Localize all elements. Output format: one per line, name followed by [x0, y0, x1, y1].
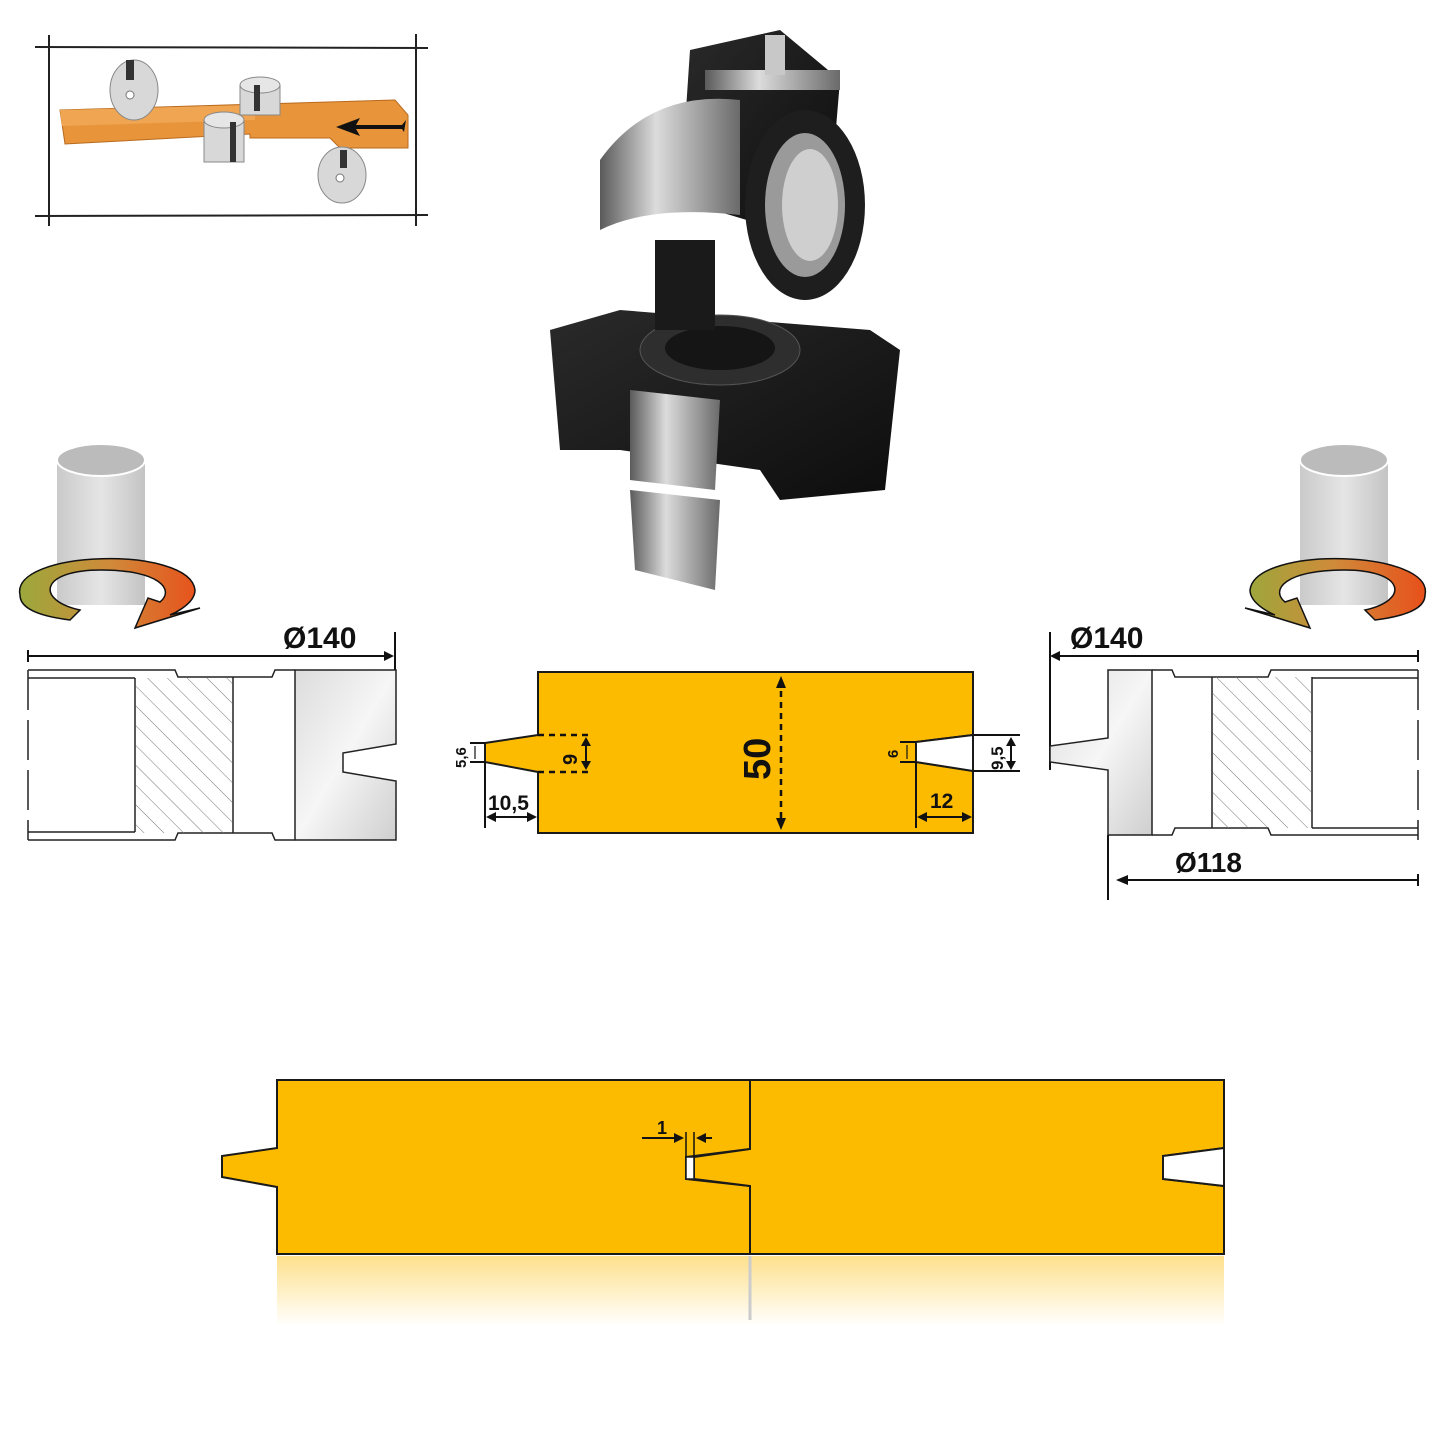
tongue-length-label: 10,5 — [488, 792, 529, 815]
right-cutter-drawing: Ø140 Ø118 — [1049, 622, 1419, 900]
clockwise-rotation-icon — [19, 443, 201, 630]
sketch-frame — [34, 34, 429, 226]
groove-bottom-label: 6 — [885, 750, 902, 758]
tongue-root-label: 9 — [560, 754, 582, 765]
cutter-2-icon — [239, 76, 281, 116]
right-diameter-label: Ø140 — [1070, 622, 1143, 655]
process-sketch — [34, 34, 429, 226]
left-cutter-drawing: Ø140 — [27, 622, 397, 841]
left-blade — [294, 669, 397, 841]
left-cutter-section: Ø140 — [0, 610, 440, 860]
left-board — [221, 1079, 751, 1255]
tongue-tip-label: 5,6 — [453, 747, 470, 768]
right-board — [693, 1079, 1225, 1255]
height-label: 50 — [737, 738, 779, 780]
right-cutter-section: Ø140 Ø118 — [1030, 610, 1445, 910]
bore-diameter-label: Ø118 — [1175, 847, 1242, 878]
groove-depth-label: 12 — [930, 790, 953, 813]
right-blade — [1049, 669, 1153, 836]
profile-dimension-drawing: 50 9 5,6 10,5 6 9,5 12 — [440, 650, 1030, 850]
cutter-3-icon — [203, 111, 245, 163]
gap-label: 1 — [657, 1118, 667, 1138]
feed-arrow-icon — [336, 118, 406, 136]
cutter-head-photo — [550, 30, 900, 590]
cutter-4-icon — [317, 146, 367, 204]
joint-gap — [685, 1156, 695, 1180]
left-diameter-label: Ø140 — [283, 622, 356, 655]
cutter-1-icon — [109, 59, 159, 121]
joint-assembly: 1 — [210, 1070, 1240, 1330]
bore-diameter-dimension — [1107, 835, 1419, 900]
counterclockwise-rotation-icon — [1244, 443, 1426, 630]
groove-mouth-label: 9,5 — [988, 746, 1007, 770]
